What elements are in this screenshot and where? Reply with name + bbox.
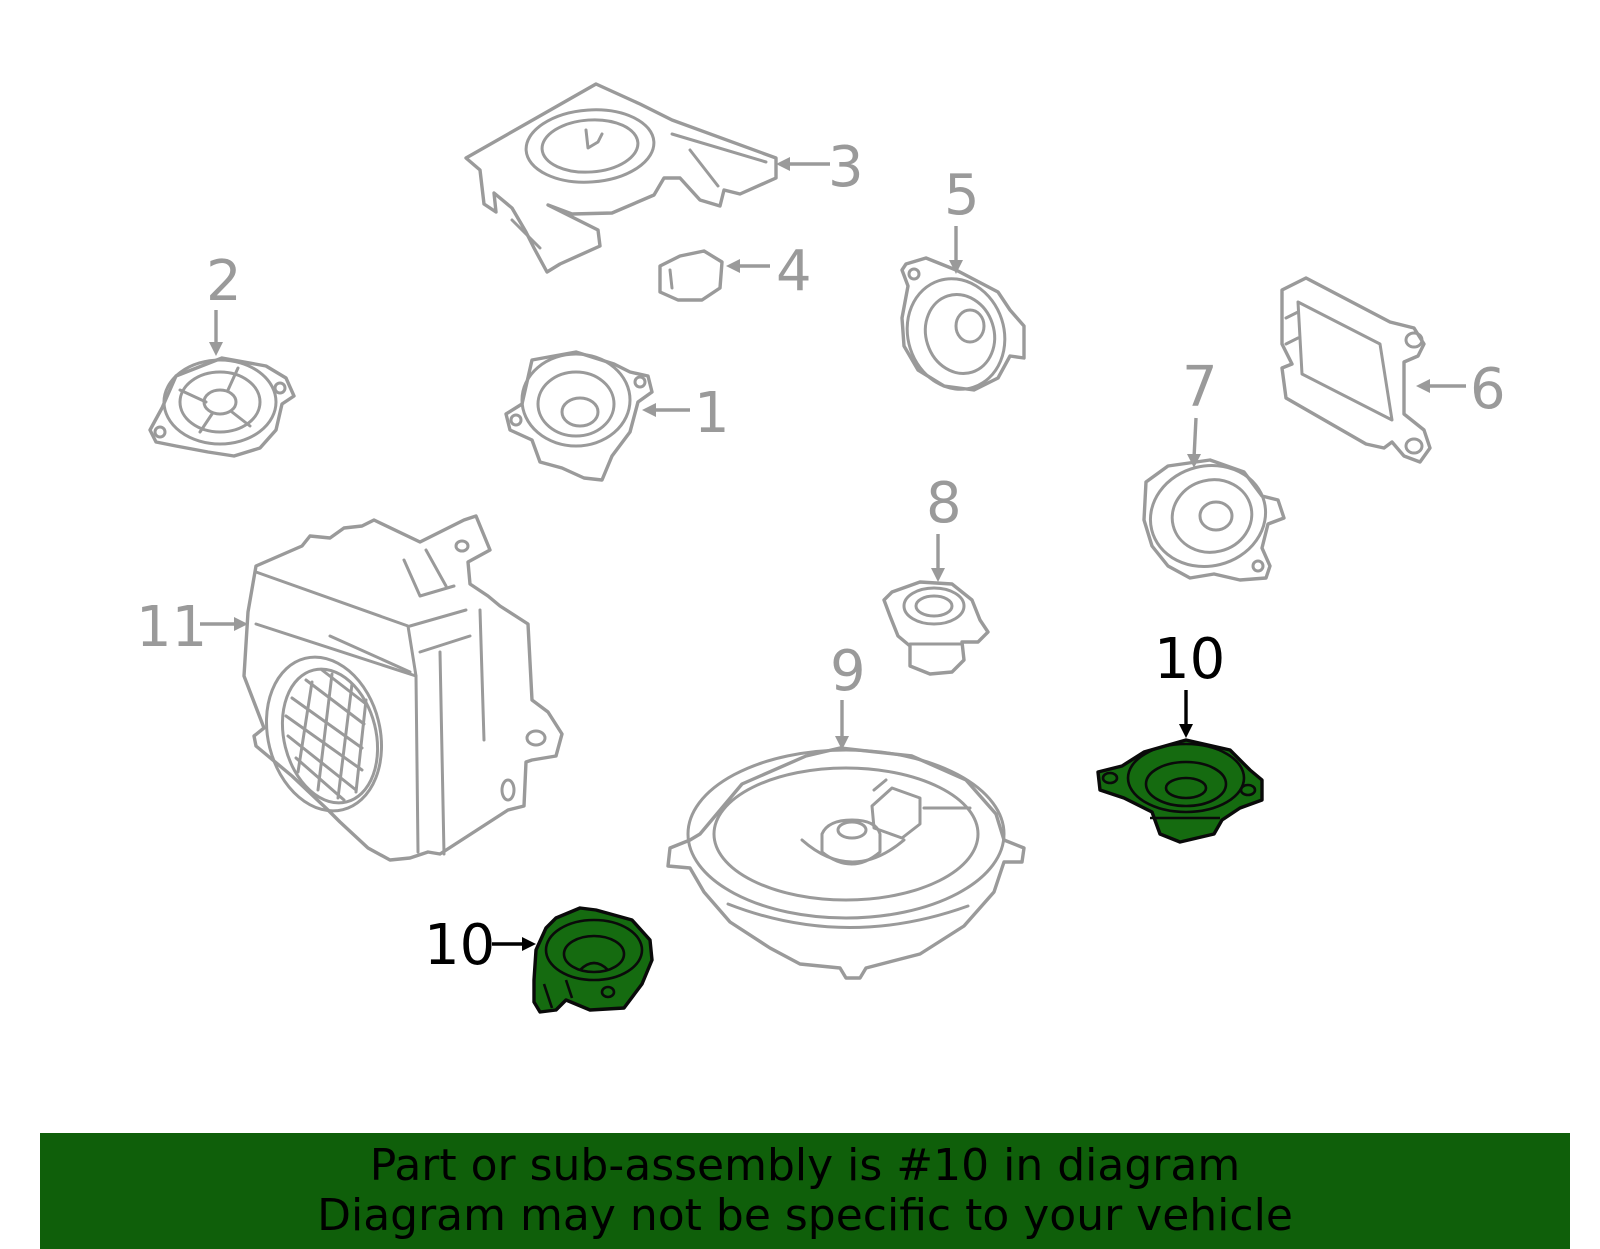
callout-5: 5 xyxy=(944,163,980,228)
callout-7: 7 xyxy=(1182,355,1218,420)
callout-8: 8 xyxy=(926,471,962,536)
banner-line-1: Part or sub-assembly is #10 in diagram xyxy=(369,1140,1241,1191)
callout-1: 1 xyxy=(694,381,730,446)
callout-3: 3 xyxy=(828,135,864,200)
leader-lines xyxy=(200,162,1466,946)
part-11-subwoofer xyxy=(242,514,564,862)
part-1-speaker xyxy=(504,350,654,482)
part-3-bracket xyxy=(464,82,778,274)
part-2-speaker xyxy=(148,356,296,458)
callout-9: 9 xyxy=(830,639,866,704)
part-8-tweeter xyxy=(882,580,990,676)
info-banner: Part or sub-assembly is #10 in diagram D… xyxy=(40,1133,1570,1249)
callout-labels: 3 4 2 1 5 6 7 8 9 11 10 10 xyxy=(136,135,1506,978)
callout-10-left: 10 xyxy=(424,913,495,978)
part-10-tweeter-right xyxy=(1096,738,1264,844)
callout-4: 4 xyxy=(776,239,812,304)
callout-11: 11 xyxy=(136,595,207,660)
banner-line-2: Diagram may not be specific to your vehi… xyxy=(317,1190,1293,1241)
callout-2: 2 xyxy=(206,249,242,314)
part-5-speaker xyxy=(900,256,1026,392)
callout-6: 6 xyxy=(1470,357,1506,422)
part-9-woofer xyxy=(666,746,1026,980)
arrowheads xyxy=(209,157,1430,951)
part-7-speaker xyxy=(1142,458,1286,582)
part-10-tweeter-left xyxy=(532,906,654,1014)
part-6-amplifier xyxy=(1280,276,1432,464)
part-4-clip xyxy=(658,249,724,302)
callout-10-right: 10 xyxy=(1154,627,1225,692)
